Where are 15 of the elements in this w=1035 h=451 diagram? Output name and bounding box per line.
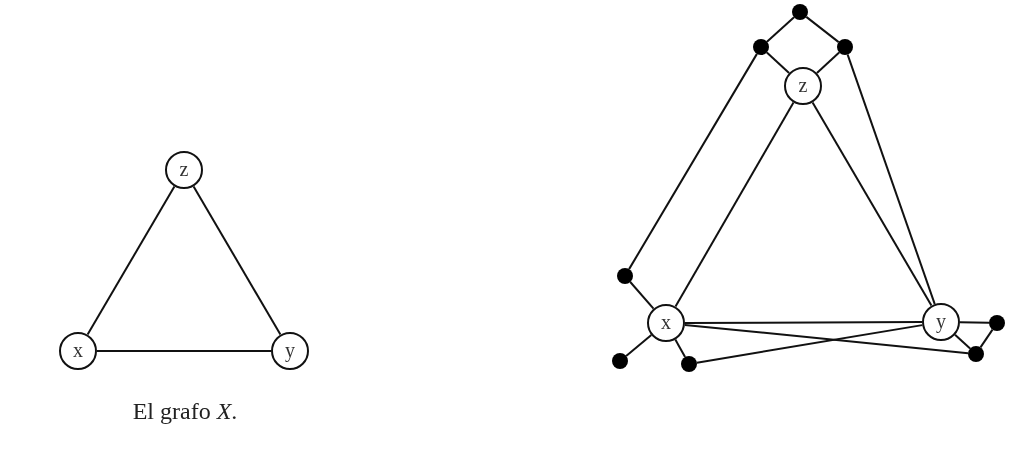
edge-line: [846, 53, 936, 306]
edge-line: [684, 321, 923, 324]
edge-line: [765, 51, 791, 75]
edge-line: [96, 350, 272, 352]
edge-line: [954, 333, 972, 350]
edge-line: [695, 324, 924, 364]
edge-line: [979, 328, 994, 349]
edge-line: [629, 281, 655, 310]
edge-line: [815, 51, 841, 75]
edge-line: [765, 16, 796, 43]
edge-line: [805, 15, 840, 44]
edge-line: [625, 334, 653, 357]
edge-line: [628, 52, 758, 271]
caption: El grafo X.: [131, 397, 239, 426]
edge-line: [959, 321, 990, 324]
